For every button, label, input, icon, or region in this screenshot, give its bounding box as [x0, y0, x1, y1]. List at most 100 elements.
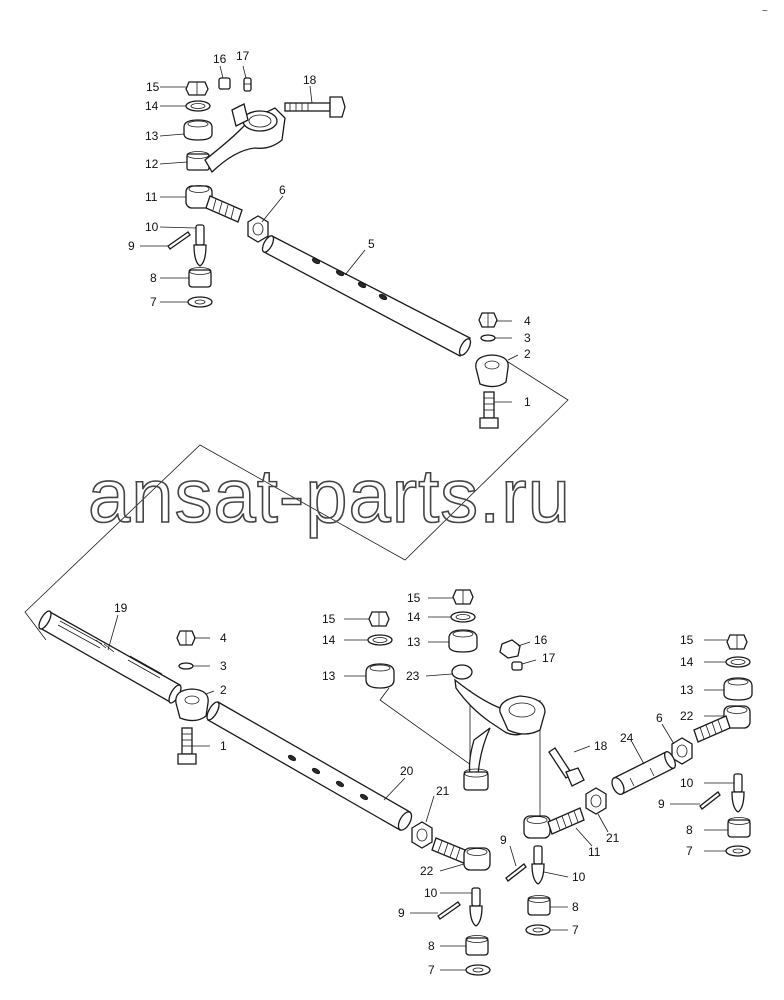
bottom-center-assembly: [365, 589, 607, 936]
bottom-right-assembly: [611, 634, 753, 857]
seal-13-center: [448, 629, 478, 653]
nut-15-center: [452, 589, 474, 605]
callout-16-center: 16: [534, 633, 548, 647]
nut-21-center: [585, 787, 607, 815]
boot-8-center: [527, 895, 551, 916]
callout-15-right: 15: [680, 633, 694, 647]
callout-13-center-left: 13: [322, 669, 336, 683]
sleeve-24: [611, 751, 676, 796]
callout-numbers: 15 16 17 18 14 13 12 11 6 10 9 5 8 7 4 3…: [114, 49, 694, 977]
callout-7-left: 7: [428, 963, 435, 977]
nut-6-top: [247, 215, 269, 243]
callout-14-right: 14: [680, 655, 694, 669]
callout-10-center: 10: [572, 870, 586, 884]
callout-22-left: 22: [420, 864, 434, 878]
washer-3-bottom: [178, 662, 194, 670]
callout-9-top: 9: [128, 239, 135, 253]
washer-7-top: [187, 296, 213, 308]
clamp-2-bottom: [175, 688, 209, 722]
corner-mark: ~: [762, 6, 768, 17]
callout-14-center-left: 14: [322, 633, 336, 647]
callout-13-top: 13: [145, 129, 159, 143]
watermark-text: ansat-parts.ru: [88, 454, 571, 539]
callout-12-top: 12: [145, 157, 159, 171]
cotter-pin-9-top: [167, 231, 191, 250]
bolt-18-center: [548, 747, 585, 787]
bolt-18-top: [284, 96, 346, 118]
callout-9-right: 9: [658, 797, 665, 811]
seal-13-center-left: [365, 663, 395, 689]
seal-13-top: [183, 119, 213, 141]
boot-8-left: [465, 935, 489, 956]
nut-4-bottom: [176, 630, 196, 646]
washer-7-center: [525, 924, 551, 936]
leader-lines: [107, 65, 734, 971]
pitman-arm-top: [204, 103, 286, 174]
tube-19: [38, 610, 182, 704]
washer-14-right: [725, 656, 751, 668]
callout-6-right: 6: [656, 711, 663, 725]
seal-13-right: [723, 677, 753, 701]
bottom-left-assembly: [38, 610, 491, 976]
pin-17-top: [243, 77, 252, 92]
nut-4-top: [478, 312, 498, 328]
callout-7-right: 7: [686, 844, 693, 858]
callout-18-center: 18: [594, 739, 608, 753]
callout-15-top: 15: [146, 80, 160, 94]
callout-3-top: 3: [524, 331, 531, 345]
callout-18-top: 18: [303, 73, 317, 87]
callout-8-left: 8: [428, 939, 435, 953]
nut-16-top: [218, 77, 231, 90]
ball-pin-10-right: [731, 773, 745, 813]
callout-20: 20: [400, 764, 414, 778]
callout-2-bottom: 2: [220, 683, 227, 697]
callout-13-right: 13: [680, 683, 694, 697]
callout-3-bottom: 3: [220, 659, 227, 673]
callout-8-center: 8: [572, 900, 579, 914]
pin-17-center: [511, 661, 523, 671]
callout-24: 24: [620, 731, 634, 745]
callout-10-left: 10: [424, 886, 438, 900]
washer-3-top: [480, 334, 496, 342]
callout-2-top: 2: [524, 347, 531, 361]
tube-5-top: [261, 235, 472, 357]
washer-14-top: [185, 100, 211, 112]
callout-7-center: 7: [572, 923, 579, 937]
callout-19: 19: [114, 601, 128, 615]
callout-21-center: 21: [606, 831, 620, 845]
washer-14-center: [450, 611, 476, 623]
tie-rod-end-22-right: [693, 705, 751, 743]
washer-7-left: [465, 964, 491, 976]
callout-14-center: 14: [407, 610, 421, 624]
nut-21-left: [411, 821, 433, 849]
nut-15-right: [726, 634, 748, 650]
idler-arm-23: [451, 664, 546, 791]
callout-1-top: 1: [524, 395, 531, 409]
washer-14-center-left: [367, 634, 393, 646]
ball-pin-10-left: [469, 887, 483, 927]
callout-5-top: 5: [368, 237, 375, 251]
tie-rod-end-11-top: [185, 185, 243, 223]
ball-pin-10-center: [531, 845, 545, 885]
cotter-pin-9-center: [505, 863, 527, 882]
callout-9-center: 9: [500, 833, 507, 847]
callout-21-left: 21: [436, 784, 450, 798]
washer-7-right: [725, 845, 751, 857]
callout-22-right: 22: [680, 709, 694, 723]
clamp-2-top: [475, 354, 509, 388]
cotter-pin-9-left: [437, 901, 461, 920]
boot-8-top: [188, 267, 212, 288]
callout-11-top: 11: [145, 190, 158, 204]
callout-7-top: 7: [150, 295, 157, 309]
tie-rod-end-22-left: [431, 837, 491, 871]
callout-10-top: 10: [145, 220, 159, 234]
callout-16-top: 16: [213, 52, 227, 66]
callout-8-right: 8: [686, 823, 693, 837]
callout-9-left: 9: [398, 906, 405, 920]
callout-15-center: 15: [407, 591, 421, 605]
top-assembly: [167, 77, 509, 429]
callout-8-top: 8: [150, 271, 157, 285]
callout-15-center-left: 15: [322, 612, 336, 626]
callout-17-top: 17: [236, 49, 250, 63]
